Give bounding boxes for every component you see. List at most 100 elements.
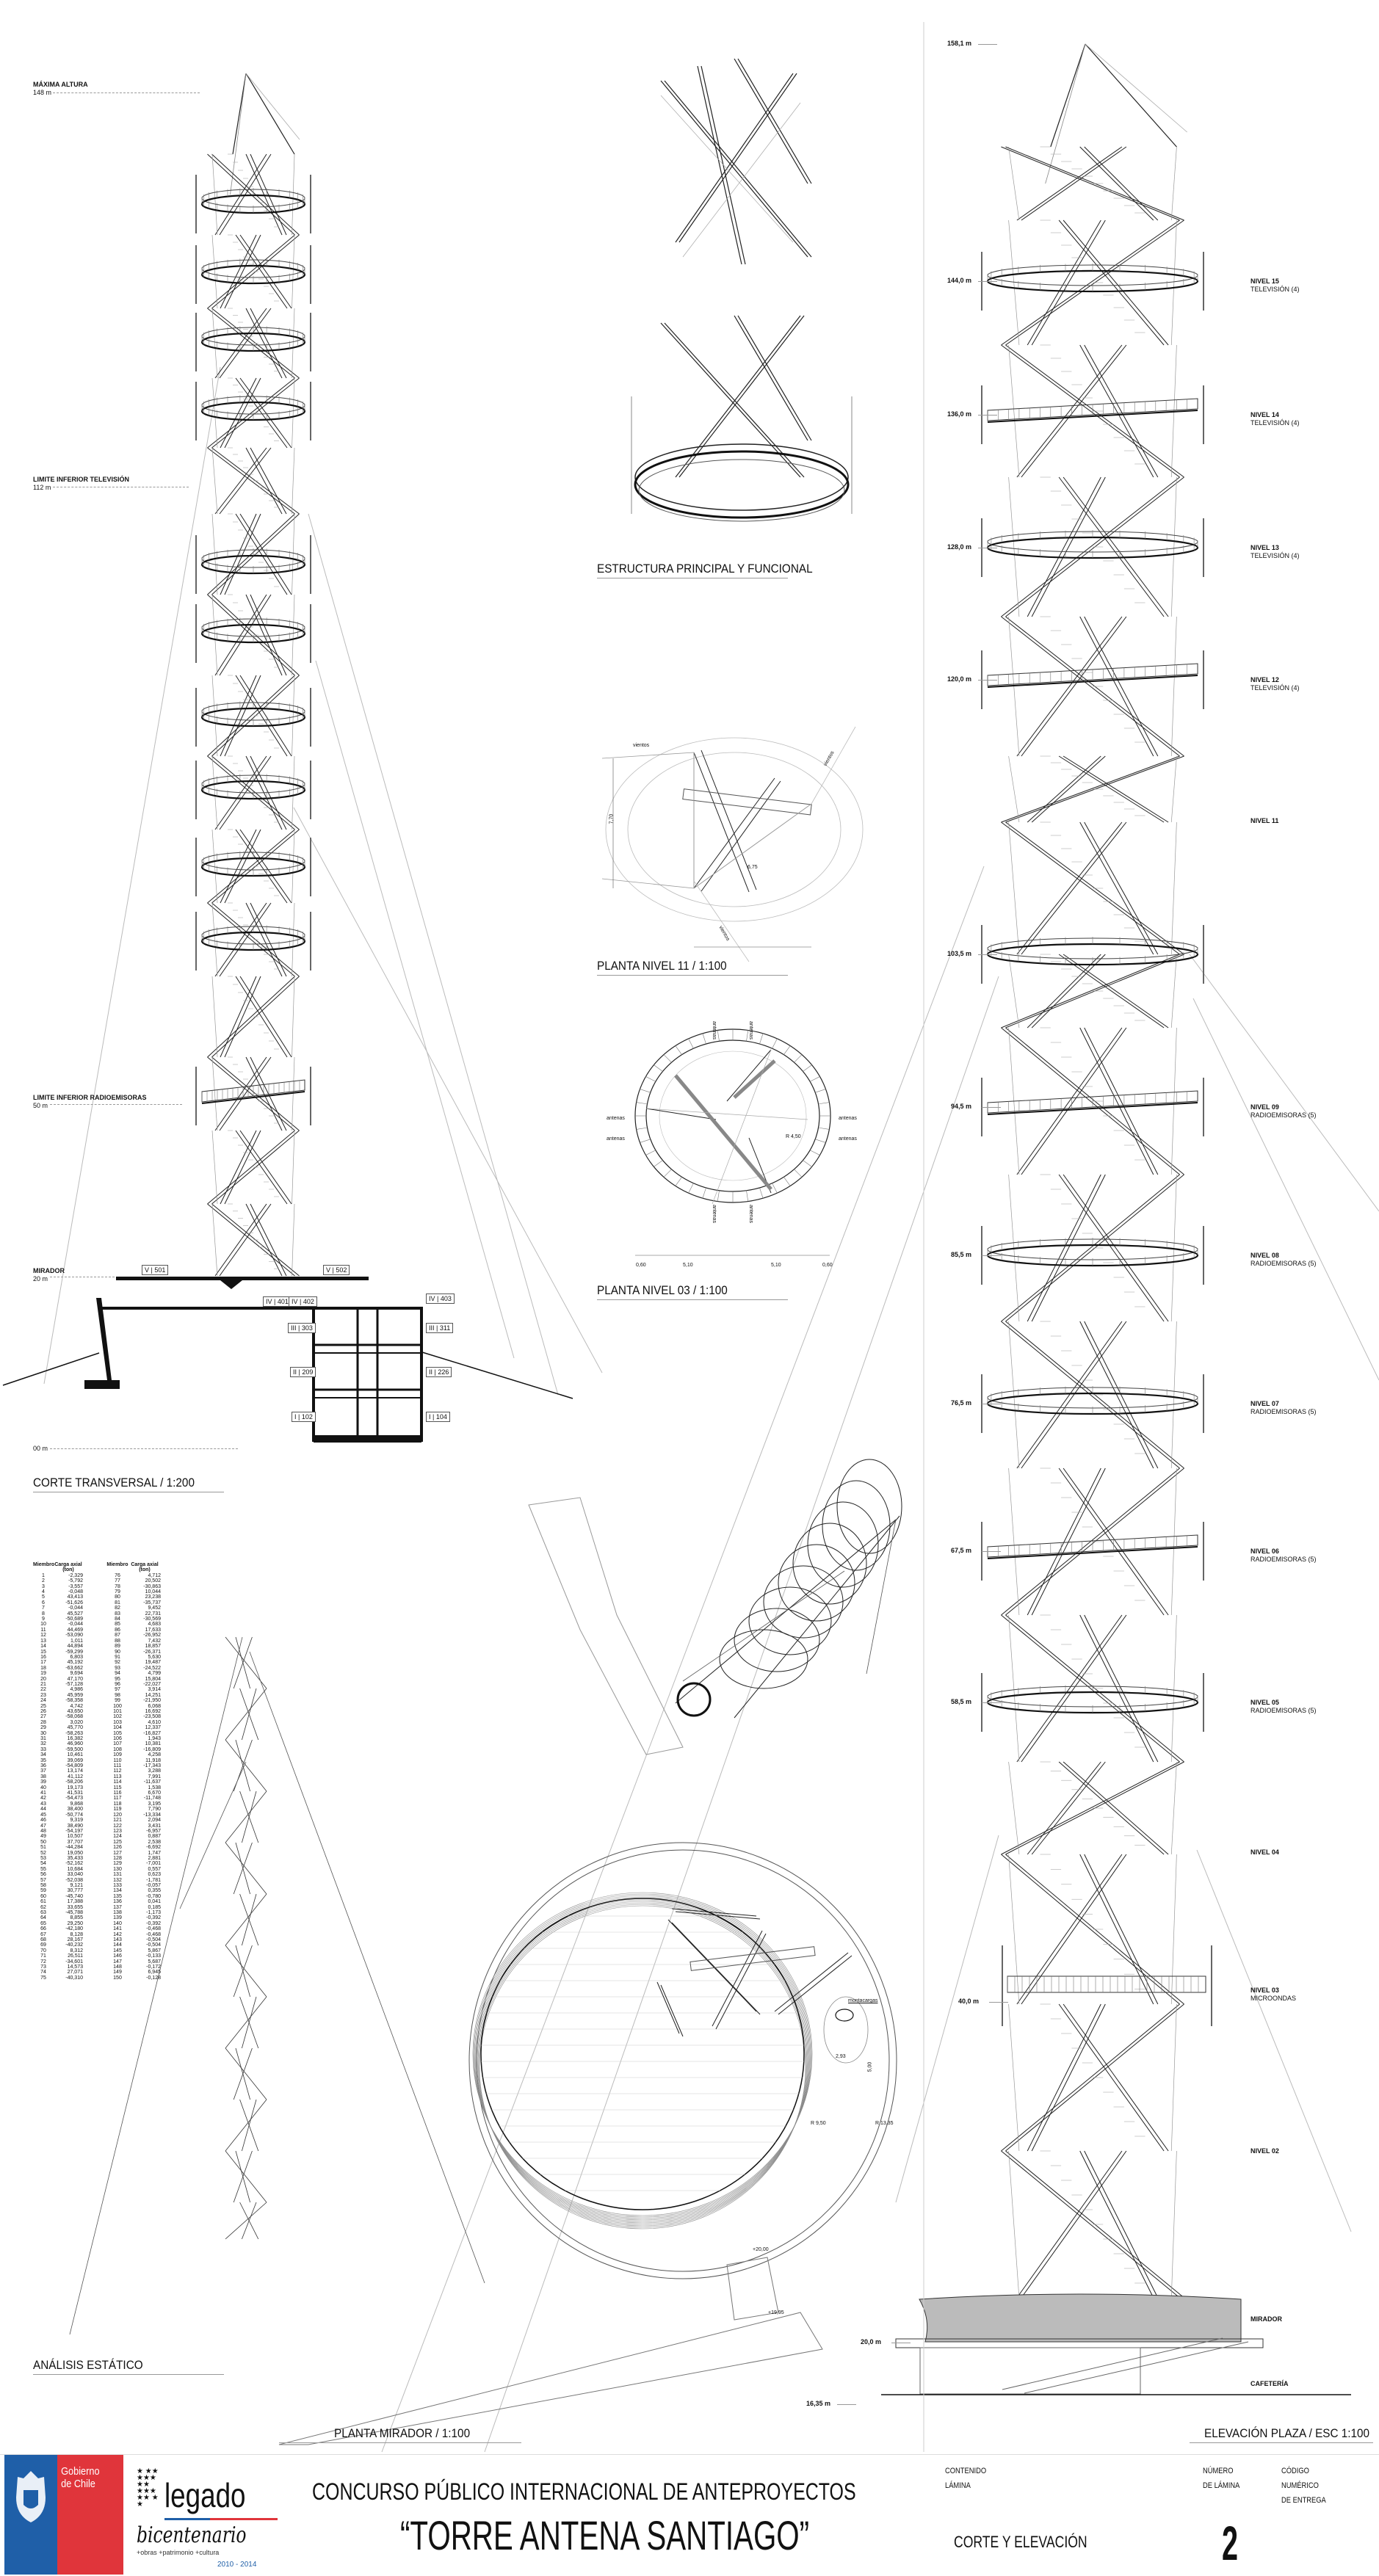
ramp xyxy=(1024,2341,1249,2394)
tower-cable xyxy=(211,902,218,977)
table-cell: -21,950 xyxy=(143,1698,161,1704)
table-cell: 9,694 xyxy=(70,1671,83,1677)
tower-cable xyxy=(211,153,218,236)
tower-member xyxy=(1001,1174,1180,1322)
table-cell: 12,337 xyxy=(145,1725,161,1731)
table-cell: 87 xyxy=(115,1633,120,1639)
table-cell: 45,192 xyxy=(67,1660,83,1666)
note-antenas: antenas xyxy=(839,1136,857,1142)
analysis-member xyxy=(235,1739,250,1792)
table-cell: 62 xyxy=(40,1904,46,1910)
note-antenas: antenas xyxy=(607,1116,625,1121)
guy-wire xyxy=(1189,954,1379,1212)
tower-member xyxy=(1016,821,1123,955)
tower-member xyxy=(1058,954,1165,1028)
perspective-ring xyxy=(734,1608,820,1672)
plan-member xyxy=(712,1930,763,2027)
tower-cable xyxy=(211,1203,218,1277)
tower-member xyxy=(1001,1321,1180,1469)
tower-member xyxy=(1084,146,1159,221)
dim: R 4,50 xyxy=(786,1134,801,1139)
tower-member xyxy=(250,308,287,379)
table-cell: 55 xyxy=(40,1866,46,1872)
table-cell: -1,781 xyxy=(146,1877,161,1883)
table-cell: 90 xyxy=(115,1649,120,1655)
tower-member xyxy=(1079,821,1154,955)
analysis-member xyxy=(235,2150,250,2203)
table-cell: -0,504 xyxy=(146,1942,161,1948)
table-cell: 10,461 xyxy=(67,1752,83,1758)
plan-cable xyxy=(645,1108,808,1120)
table-cell: 12 xyxy=(40,1633,46,1639)
table-cell: 53 xyxy=(40,1855,46,1861)
height-leader xyxy=(982,1702,1001,1703)
tower-member xyxy=(1058,476,1165,617)
tower-cable xyxy=(1008,1614,1020,1763)
tower-member xyxy=(1001,476,1180,617)
tower-member xyxy=(1031,476,1106,617)
height-mark: 40,0 m xyxy=(958,1998,980,2005)
table-cell: 131 xyxy=(113,1872,122,1878)
ring-segment xyxy=(772,1183,778,1194)
table-cell: 8,312 xyxy=(70,1948,83,1953)
table-cell: 27 xyxy=(40,1714,46,1720)
level-use: RADIOEMISORAS (5) xyxy=(1250,1556,1317,1563)
tower-member xyxy=(1027,219,1101,346)
table-cell: 113 xyxy=(113,1774,122,1779)
level-use: TELEVISIÓN (4) xyxy=(1250,286,1300,293)
perspective-ring xyxy=(807,1501,879,1588)
table-cell: -0,780 xyxy=(146,1893,161,1899)
tower-member xyxy=(1084,2150,1159,2299)
tower-member xyxy=(207,1130,295,1205)
table-cell: -23,508 xyxy=(143,1714,161,1720)
mirador-inner-ring xyxy=(480,1898,805,2210)
title-underline xyxy=(33,2374,224,2375)
table-cell: 135 xyxy=(113,1893,122,1899)
table-cell: 3,431 xyxy=(148,1823,161,1829)
guy-wire xyxy=(308,513,559,1396)
tower-cable xyxy=(1008,219,1020,346)
level-use: TELEVISIÓN (4) xyxy=(1250,419,1300,427)
level-name: NIVEL 02 xyxy=(1250,2147,1279,2155)
table-cell: 3,195 xyxy=(148,1801,161,1807)
table-cell: -3,557 xyxy=(68,1583,83,1589)
tower-member xyxy=(1021,146,1127,221)
coat-of-arms-icon xyxy=(16,2471,46,2522)
tower-cable xyxy=(1008,1761,1020,1855)
table-cell: 67 xyxy=(40,1931,46,1937)
tower-member xyxy=(207,234,295,309)
table-cell: 7,432 xyxy=(148,1638,161,1644)
guy-wire xyxy=(895,1835,999,2203)
table-cell: 10,381 xyxy=(145,1741,161,1747)
ring-segment xyxy=(654,1064,663,1072)
table-cell: -5,792 xyxy=(68,1578,83,1584)
tower-member xyxy=(245,447,283,515)
analysis-member xyxy=(225,2150,267,2203)
vientos xyxy=(601,752,695,759)
tower-cable xyxy=(211,513,218,595)
tower-member xyxy=(1079,344,1154,478)
tower-member xyxy=(245,902,283,977)
tower-cable xyxy=(1170,2003,1177,2152)
table-cell: -6,692 xyxy=(146,1845,161,1851)
plan-member xyxy=(715,1933,767,2030)
tower-member xyxy=(1031,1174,1106,1322)
mirador-shell xyxy=(477,1901,808,2225)
tower-member xyxy=(250,153,287,236)
table-cell: -1,173 xyxy=(146,1910,161,1915)
height-mark: 120,0 m xyxy=(947,675,972,683)
tower-cable xyxy=(1170,954,1177,1028)
table-cell: -40,232 xyxy=(65,1942,83,1948)
table-cell: 50 xyxy=(40,1839,46,1845)
tower-member xyxy=(1063,755,1169,823)
table-cell: 4,712 xyxy=(148,1572,161,1578)
analysis-member xyxy=(225,1945,267,1998)
